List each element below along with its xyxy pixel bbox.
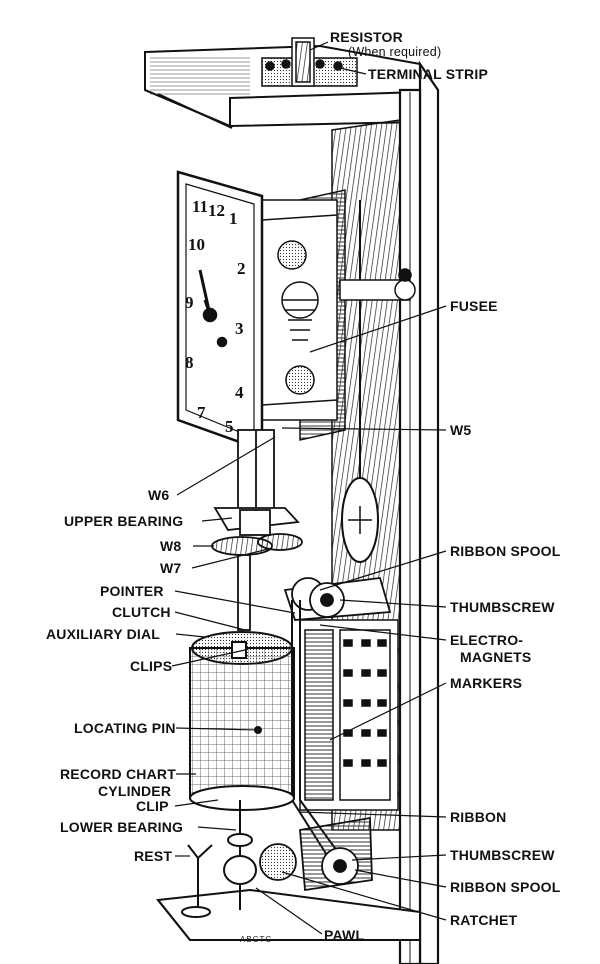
clock-numeral-7: 7 — [197, 403, 206, 422]
record-chart-cylinder — [189, 631, 295, 811]
clock-numeral-4: 4 — [235, 383, 244, 402]
label-electro-magnets-2: MAGNETS — [460, 649, 532, 665]
label-ribbon-spool-top: RIBBON SPOOL — [450, 543, 561, 559]
pendulum — [341, 200, 379, 563]
label-pawl: PAWL — [324, 927, 365, 943]
terminal-strip-part — [261, 37, 358, 87]
label-locating-pin: LOCATING PIN — [74, 720, 176, 736]
label-clips: CLIPS — [130, 658, 173, 674]
label-ribbon: RIBBON — [450, 809, 507, 825]
clock-numeral-8: 8 — [185, 353, 194, 372]
label-resistor-note: (When required) — [348, 45, 442, 59]
clock-numeral-1: 1 — [229, 209, 238, 228]
clock-numeral-9: 9 — [185, 293, 194, 312]
clock-numerals: 11 12 1 2 3 4 5 7 8 9 10 — [185, 197, 246, 436]
clock-numeral-12: 12 — [208, 201, 225, 220]
vertical-frame — [398, 60, 440, 964]
label-clutch: CLUTCH — [112, 604, 171, 620]
clock-numeral-2: 2 — [237, 259, 246, 278]
markers-block — [299, 619, 399, 811]
label-thumbscrew-bottom: THUMBSCREW — [450, 847, 555, 863]
clock-numeral-10: 10 — [188, 235, 205, 254]
label-lower-bearing: LOWER BEARING — [60, 819, 184, 835]
label-w7: W7 — [160, 560, 182, 576]
label-w5: W5 — [450, 422, 472, 438]
label-auxiliary-dial: AUXILIARY DIAL — [46, 626, 161, 642]
base — [156, 800, 421, 941]
label-terminal-strip: TERMINAL STRIP — [368, 66, 488, 82]
label-pointer: POINTER — [100, 583, 164, 599]
label-w8: W8 — [160, 538, 182, 554]
label-w6: W6 — [148, 487, 170, 503]
label-rest: REST — [134, 848, 173, 864]
label-electro-magnets-1: ELECTRO- — [450, 632, 524, 648]
clock-numeral-5: 5 — [225, 417, 234, 436]
label-markers: MARKERS — [450, 675, 523, 691]
label-record-chart-1: RECORD CHART — [60, 766, 176, 782]
shaft-and-gears — [211, 429, 303, 631]
clockwork — [261, 199, 416, 421]
signature-stamp: ABCTC — [240, 935, 273, 944]
label-resistor: RESISTOR — [330, 29, 403, 45]
label-clip: CLIP — [136, 798, 169, 814]
label-ribbon-spool-bottom: RIBBON SPOOL — [450, 879, 561, 895]
label-upper-bearing: UPPER BEARING — [64, 513, 184, 529]
label-record-chart-2: CYLINDER — [98, 783, 172, 799]
label-ratchet: RATCHET — [450, 912, 518, 928]
lower-assembly — [259, 816, 373, 892]
label-thumbscrew-top: THUMBSCREW — [450, 599, 555, 615]
clock-numeral-3: 3 — [235, 319, 244, 338]
label-fusee: FUSEE — [450, 298, 498, 314]
clock-numeral-11: 11 — [192, 197, 208, 216]
clock-face — [176, 170, 264, 452]
leader-lines — [171, 41, 447, 935]
